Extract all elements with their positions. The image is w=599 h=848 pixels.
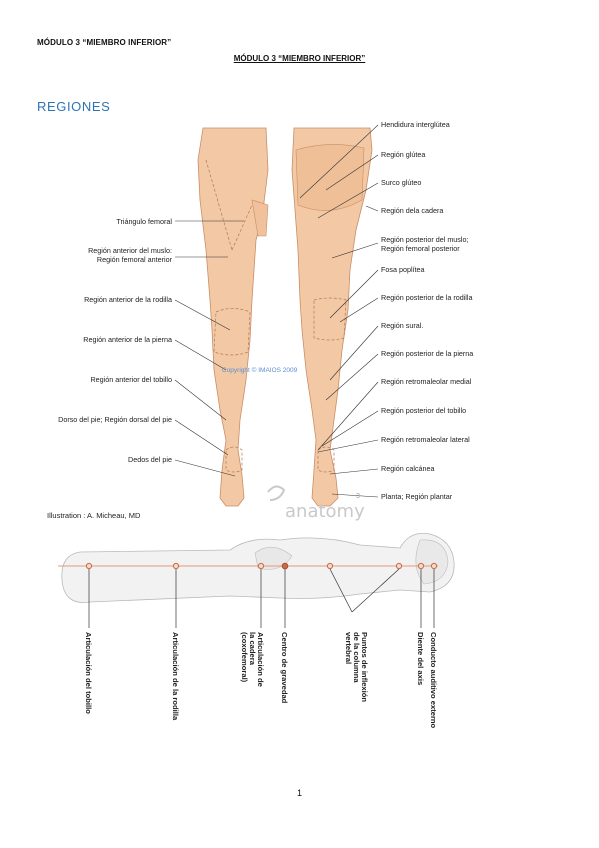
label-region-posterior-tobillo: Región posterior del tobillo — [381, 406, 466, 415]
label-puntos-inflexion: Puntos de inflexión — [360, 632, 369, 702]
label-de-la-columna: de la columna — [352, 632, 361, 683]
label-region-cadera: Región dela cadera — [381, 206, 443, 215]
label-region-sural: Región sural. — [381, 321, 423, 330]
label-coxofemoral: (coxofemoral) — [240, 632, 249, 683]
label-dorso-del-pie: Dorso del pie; Región dorsal del pie — [58, 415, 172, 424]
label-planta-region-plantar: Planta; Región plantar — [381, 492, 453, 501]
copyright-watermark: Copyright © IMAIOS 2009 — [222, 366, 298, 374]
left-leader-lines — [174, 220, 244, 477]
running-head: MÓDULO 3 “MIEMBRO INFERIOR” — [37, 38, 172, 47]
label-region-anterior-tobillo: Región anterior del tobillo — [90, 375, 172, 384]
label-region-anterior-muslo: Región anterior del muslo: — [88, 246, 172, 255]
label-articulacion-de: Articulación de — [256, 632, 265, 687]
svg-text:anatomy: anatomy — [285, 501, 365, 522]
label-region-femoral-posterior: Región femoral posterior — [381, 244, 460, 253]
label-diente-del-axis: Diente del axis — [416, 632, 425, 685]
label-triangulo-femoral: Triángulo femoral — [116, 217, 172, 226]
label-region-posterior-rodilla: Región posterior de la rodilla — [381, 293, 473, 302]
label-fosa-poplitea: Fosa poplítea — [381, 265, 425, 274]
e-anatomy-logo: anatomy 3 — [267, 485, 365, 522]
svg-text:3: 3 — [356, 493, 360, 500]
posterior-leg-illustration — [291, 127, 373, 507]
label-surco-gluteo: Surco glúteo — [381, 178, 421, 187]
anterior-leg-illustration — [197, 127, 269, 507]
label-centro-de-gravedad: Centro de gravedad — [280, 632, 289, 704]
label-articulacion-tobillo: Articulación del tobillo — [84, 632, 93, 714]
illustration-credit: Illustration : A. Micheau, MD — [47, 511, 141, 520]
label-region-calcanea: Región calcánea — [381, 464, 435, 473]
axis-leader-lines — [88, 568, 435, 628]
page-number: 1 — [296, 788, 302, 798]
label-conducto-auditivo-externo: Conducto auditivo externo — [429, 632, 438, 729]
label-region-anterior-rodilla: Región anterior de la rodilla — [84, 295, 172, 304]
lying-body-illustration — [58, 532, 455, 603]
document-title: MÓDULO 3 “MIEMBRO INFERIOR” — [233, 54, 366, 63]
label-region-posterior-muslo: Región posterior del muslo; — [381, 235, 469, 244]
label-dedos-del-pie: Dedos del pie — [128, 455, 172, 464]
label-hendidura-interglutea: Hendidura interglútea — [381, 120, 450, 129]
right-leader-lines — [299, 124, 379, 498]
label-vertebral: vertebral — [344, 632, 353, 664]
label-retromaleolar-lateral: Región retromaleolar lateral — [381, 435, 470, 444]
label-region-femoral-anterior: Región femoral anterior — [97, 255, 173, 264]
axis-points — [85, 562, 438, 570]
label-region-posterior-pierna: Región posterior de la pierna — [381, 349, 473, 358]
label-articulacion-rodilla: Articulación de la rodilla — [171, 632, 180, 721]
label-la-cadera: la cadera — [248, 632, 257, 666]
section-heading: REGIONES — [37, 99, 111, 114]
label-retromaleolar-medial: Región retromaleolar medial — [381, 377, 472, 386]
label-region-glutea: Región glútea — [381, 150, 425, 159]
label-region-anterior-pierna: Región anterior de la pierna — [83, 335, 172, 344]
